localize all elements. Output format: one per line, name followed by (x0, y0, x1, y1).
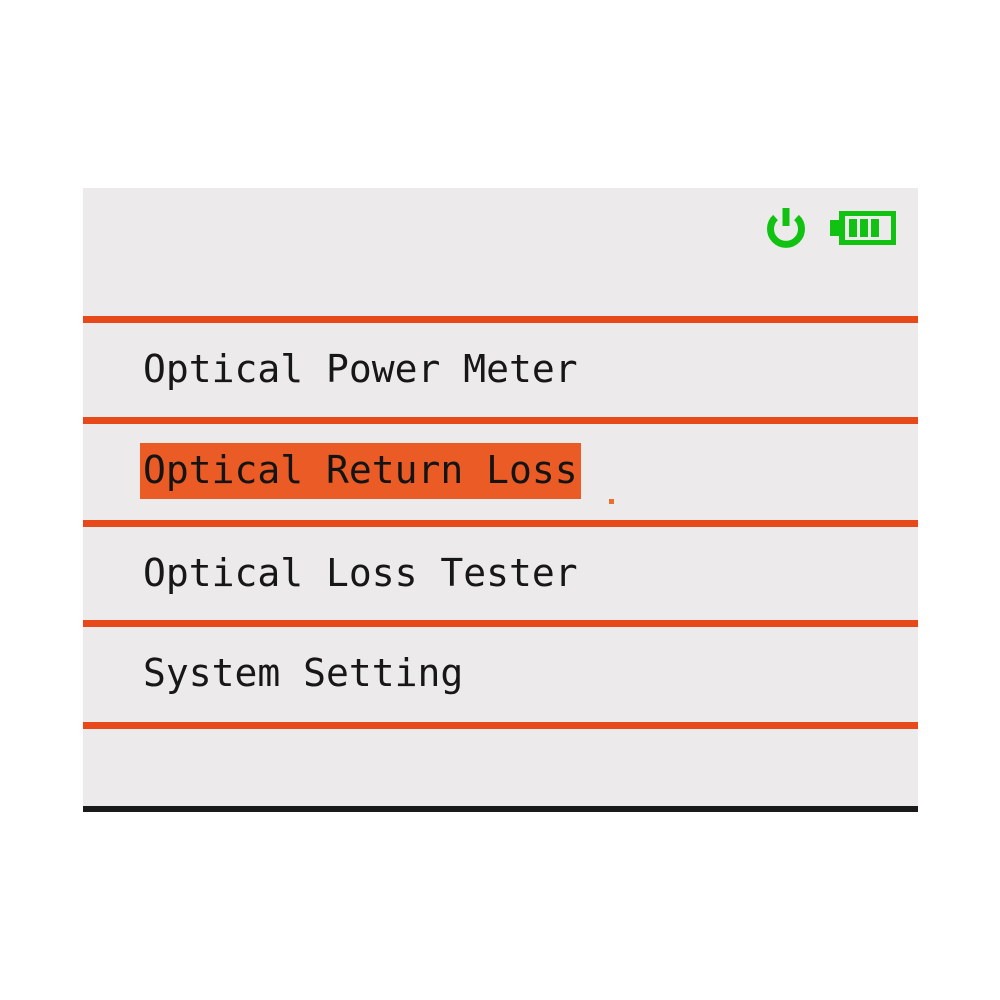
device-screen: Optical Power Meter Optical Return Loss … (83, 188, 918, 807)
menu-item-label: Optical Power Meter (143, 347, 578, 391)
status-icon-group (764, 205, 896, 251)
bottom-bezel (83, 806, 918, 812)
menu-divider-2 (83, 417, 918, 424)
menu-item-optical-power-meter[interactable]: Optical Power Meter (83, 323, 918, 417)
menu-divider-1 (83, 316, 918, 323)
menu-item-label: Optical Return Loss (140, 443, 581, 499)
pixel-artifact (609, 499, 614, 504)
menu-divider-5 (83, 722, 918, 729)
menu-divider-4 (83, 620, 918, 627)
power-icon (764, 205, 808, 251)
menu-item-optical-return-loss[interactable]: Optical Return Loss (83, 424, 918, 518)
menu-item-system-setting[interactable]: System Setting (83, 627, 918, 721)
menu-empty-row (83, 729, 918, 808)
status-bar (83, 188, 918, 316)
menu-item-label: Optical Loss Tester (143, 551, 578, 595)
battery-icon (830, 211, 896, 245)
menu-item-label: System Setting (143, 651, 464, 695)
menu-item-optical-loss-tester[interactable]: Optical Loss Tester (83, 527, 918, 621)
menu-divider-3 (83, 520, 918, 527)
